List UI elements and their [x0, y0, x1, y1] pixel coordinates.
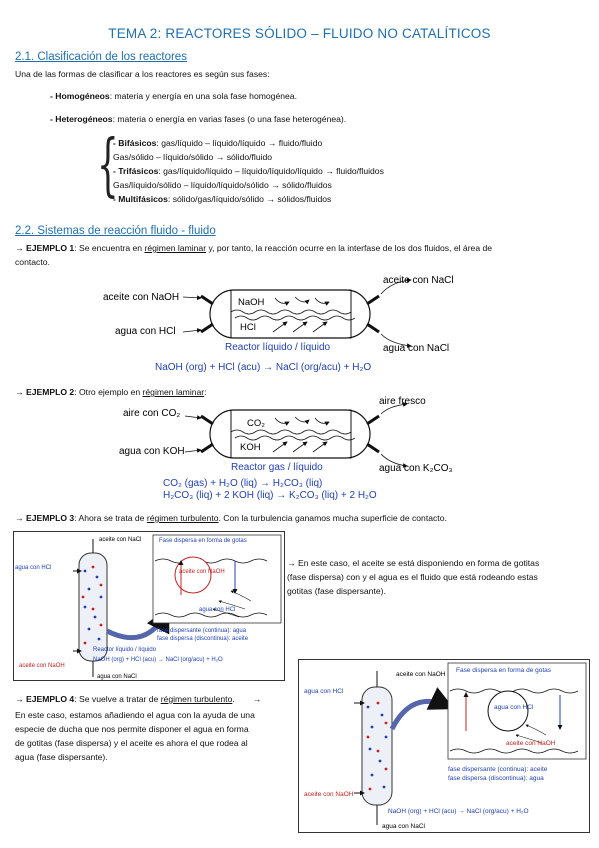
bifasicos-line: - Bifásicos: gas/líquido – líquido/líqui…	[113, 138, 323, 148]
fig4-in-naoh: aceite con NaOH	[304, 791, 354, 798]
fig3-box-title: Fase dispersa en forma de gotas	[159, 538, 247, 544]
fig3-in-hcl: agua con HCl	[15, 565, 51, 571]
curly-brace-icon: {	[97, 126, 119, 205]
fig4-water: aceite con NaOH	[506, 740, 556, 747]
homogeneos-line: - Homogéneos: materia y energía en una s…	[50, 91, 297, 101]
fig3-caption: Reactor líquido / líquido	[93, 647, 157, 653]
reactor-turbulento-ej3-diagram: aceite con NaCl agua con HCl Fase disper…	[13, 531, 285, 681]
fig3-drop: aceite con NaOH	[179, 569, 225, 575]
fig2-out-top: aire fresco	[379, 396, 426, 407]
fig2-inner-bot: KOH	[240, 442, 261, 453]
sec1-intro: Una de las formas de clasificar a los re…	[15, 69, 270, 79]
fig2-caption: Reactor gas / líquido	[231, 462, 323, 473]
reactor-gas-liquido-diagram: aire con CO₂ agua con KOH aire fresco ag…	[119, 396, 453, 501]
fig3-eq: NaOH (org) + HCl (acu) → NaCl (org/acu) …	[93, 657, 223, 663]
reactor-turbulento-ej4-diagram: aceite con NaOH agua con HCl Fase disper…	[298, 659, 590, 833]
ejemplo-1-text-line2: contacto.	[15, 257, 50, 267]
ej3-side-3: gotitas (fase dispersante).	[287, 586, 386, 596]
fig2-eq1: CO₂ (gas) + H₂O (liq) → H₂CO₃ (liq)	[163, 478, 322, 489]
fig1-inner-top: NaOH	[238, 297, 265, 308]
fig2-inner-top: CO₂	[247, 418, 265, 429]
fig1-in-bot: agua con HCl	[115, 326, 176, 337]
fig3-top-out: aceite con NaCl	[99, 537, 141, 543]
fig2-in-top: aire con CO₂	[123, 408, 180, 419]
fig4-disc: fase dispersa (discontinua): agua	[448, 775, 544, 782]
ejemplo-3-text: → EJEMPLO 3: Ahora se trata de régimen t…	[15, 513, 447, 523]
section-2-heading: 2.2. Sistemas de reacción fluido - fluid…	[15, 225, 216, 237]
fig4-eq: NaOH (org) + HCl (acu) → NaCl (org/acu) …	[388, 808, 529, 815]
ejemplo-2-text: → EJEMPLO 2: Otro ejemplo en régimen lam…	[15, 387, 207, 397]
ej3-side-1: → En este caso, el aceite se está dispon…	[287, 558, 540, 568]
fig4-top-out: aceite con NaOH	[396, 671, 446, 678]
bifasicos-line2: Gas/sólido – líquido/sólido → sólido/flu…	[113, 152, 273, 162]
fig1-caption: Reactor líquido / líquido	[225, 342, 331, 353]
page-title: TEMA 2: REACTORES SÓLIDO – FLUIDO NO CAT…	[108, 26, 491, 41]
fig3-water: agua con HCl	[199, 607, 235, 613]
fig1-in-top: aceite con NaOH	[103, 292, 179, 303]
ej3-side-2: (fase dispersa) con y el agua es el flui…	[287, 572, 538, 582]
fig1-out-top: aceite con NaCl	[383, 275, 454, 286]
fig1-equation: NaOH (org) + HCl (acu) → NaCl (org/acu) …	[155, 362, 371, 373]
reactor-liquido-liquido-diagram: aceite con NaOH agua con HCl aceite con …	[103, 275, 454, 373]
ejemplo-1-text: → EJEMPLO 1: Se encuentra en régimen lam…	[15, 243, 493, 253]
fig4-cont: fase dispersante (continua): aceite	[448, 766, 548, 773]
fig3-in-naoh: aceite con NaOH	[19, 663, 65, 669]
trifasicos-line2: Gas/líquido/sólido – líquido/líquido/sól…	[113, 180, 332, 190]
ej4-body-2: especie de ducha que nos permite dispone…	[15, 724, 249, 734]
fig4-box-title: Fase dispersa en forma de gotas	[456, 667, 552, 674]
fig4-in-hcl: agua con HCl	[304, 688, 344, 695]
trifasicos-line: - Trifásicos: gas/líquido/líquido – líqu…	[113, 166, 384, 176]
fig3-disc: fase dispersa (discontinua): aceite	[157, 636, 249, 642]
fig4-bot-out: agua con NaCl	[382, 823, 426, 830]
multifasicos-line: - Multifásicos: sólido/gas/líquido/sólid…	[113, 194, 332, 204]
section-1-heading: 2.1. Clasificación de los reactores	[15, 51, 187, 63]
fig2-out-bot: agua con K₂CO₃	[379, 463, 453, 474]
fig1-out-bot: agua con NaCl	[383, 343, 449, 354]
ej4-body-3: de gotitas (fase dispersa) y el aceite e…	[15, 738, 248, 748]
fig2-eq2: H₂CO₃ (liq) + 2 KOH (liq) → K₂CO₃ (liq) …	[163, 490, 377, 501]
ejemplo-4-text: → EJEMPLO 4: Se vuelve a tratar de régim…	[15, 694, 262, 704]
fig3-bot-out: agua con NaCl	[97, 674, 137, 680]
fig2-in-bot: agua con KOH	[119, 446, 185, 457]
fig1-inner-bot: HCl	[240, 322, 256, 333]
ej4-body-1: En este caso, estamos añadiendo el agua …	[15, 710, 255, 720]
fig3-cont: fase dispersante (continua): agua	[157, 628, 247, 634]
heterogeneos-line: - Heterogéneos: materia o energía en var…	[50, 114, 347, 124]
fig4-drop: agua con HCl	[494, 704, 534, 711]
ej4-body-4: agua (fase dispersante).	[15, 752, 108, 762]
